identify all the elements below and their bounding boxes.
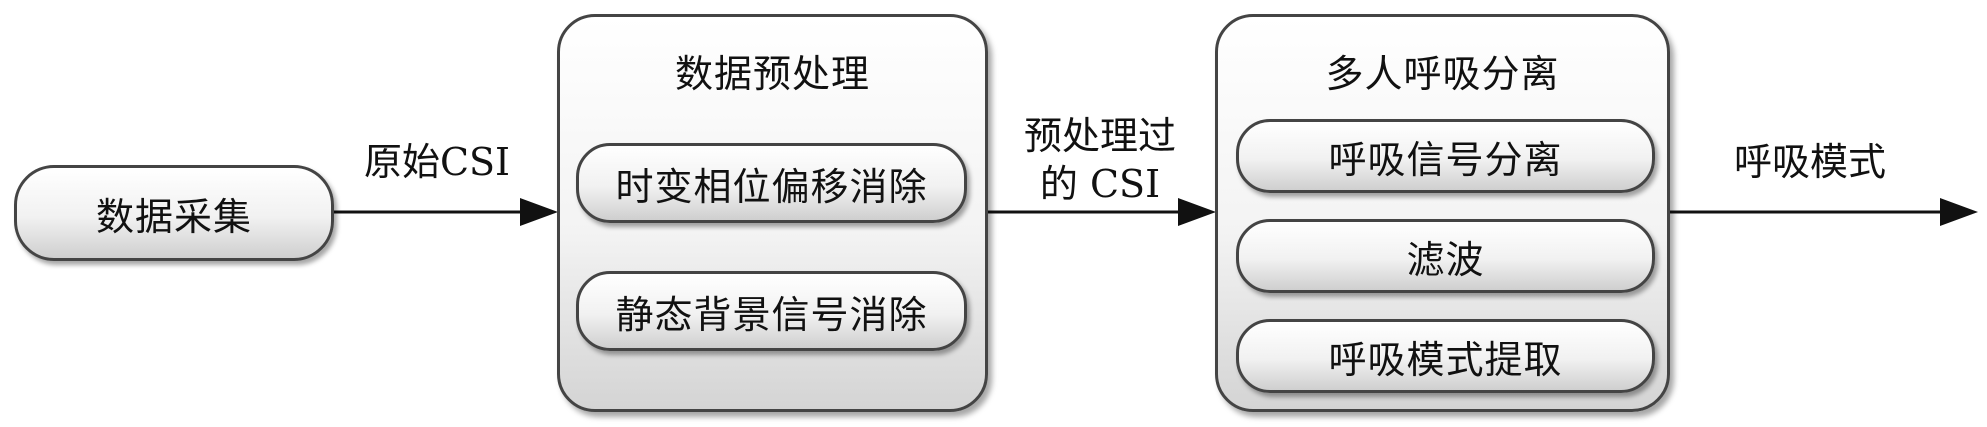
- edge-label-processed-csi: 预处理过 的 CSI: [1023, 114, 1176, 206]
- group-separation-title: 多人呼吸分离: [1325, 52, 1560, 96]
- step-static-background-removal: 静态背景信号消除: [576, 271, 967, 351]
- node-data-collection: 数据采集: [14, 165, 334, 261]
- edge-label-raw-csi: 原始CSI: [363, 140, 511, 184]
- step-breathing-signal-separation: 呼吸信号分离: [1236, 119, 1655, 193]
- group-preprocess: 数据预处理 时变相位偏移消除 静态背景信号消除: [557, 14, 988, 412]
- group-preprocess-title: 数据预处理: [674, 52, 870, 96]
- edge-label-breathing-pattern: 呼吸模式: [1733, 140, 1886, 184]
- node-data-collection-label: 数据采集: [95, 194, 252, 239]
- arrow-processed-csi: [988, 198, 1216, 226]
- group-separation: 多人呼吸分离 呼吸信号分离 滤波 呼吸模式提取: [1215, 14, 1670, 412]
- arrow-breathing-pattern: [1670, 198, 1978, 226]
- step-phase-offset-removal: 时变相位偏移消除: [576, 143, 967, 223]
- arrow-raw-csi: [334, 198, 558, 226]
- step-filtering: 滤波: [1236, 219, 1655, 293]
- step-breathing-pattern-extraction: 呼吸模式提取: [1236, 319, 1655, 393]
